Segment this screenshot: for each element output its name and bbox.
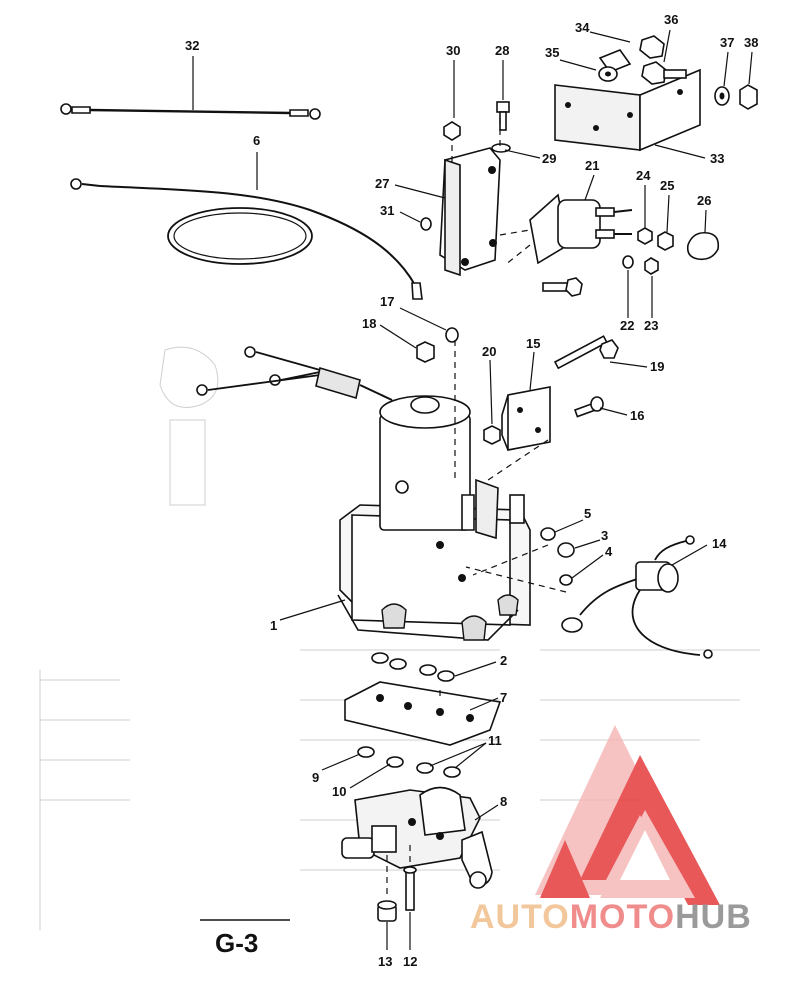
- nut-part-30: [443, 121, 461, 141]
- washer-part-17: [445, 327, 459, 343]
- lock-washer-part-37: [714, 86, 730, 106]
- callout-3: 3: [601, 528, 608, 543]
- angle-bracket-part-33: [554, 68, 701, 152]
- callout-2: 2: [500, 653, 507, 668]
- assembly-guide-lines: [386, 118, 567, 895]
- pump-motor-part-1: [337, 395, 531, 641]
- bolt-part-19: [553, 335, 619, 370]
- clamp-bracket-part-15: [501, 386, 551, 451]
- callout-13: 13: [378, 954, 392, 969]
- o-rings-part-2: [371, 652, 455, 682]
- callout-38: 38: [744, 35, 758, 50]
- callout-23: 23: [644, 318, 658, 333]
- callout-29: 29: [542, 151, 556, 166]
- callout-14: 14: [712, 536, 727, 551]
- washer-part-31: [420, 217, 432, 231]
- callout-12: 12: [403, 954, 417, 969]
- plug-part-13: [377, 900, 397, 922]
- gasket-plate-part-7: [344, 681, 502, 746]
- callout-30: 30: [446, 43, 460, 58]
- callout-21: 21: [585, 158, 599, 173]
- callout-17: 17: [380, 294, 394, 309]
- callout-10: 10: [332, 784, 346, 799]
- bolt-part-36: [641, 61, 687, 85]
- watermark-logo-icon: [535, 725, 720, 905]
- callout-19: 19: [650, 359, 664, 374]
- callout-8: 8: [500, 794, 507, 809]
- watermark-brand: AUTOMOTOHUB: [470, 898, 752, 937]
- bolt-part-16: [573, 396, 604, 418]
- callout-6: 6: [253, 133, 260, 148]
- o-rings-part-11: [416, 762, 461, 778]
- screw-part-3: [557, 542, 575, 558]
- callout-24: 24: [636, 168, 651, 183]
- solenoid-part-21: [529, 193, 633, 265]
- callout-35: 35: [545, 45, 559, 60]
- o-ring-part-9: [357, 746, 375, 758]
- ground-strap-part-32: [60, 103, 321, 120]
- callout-26: 26: [697, 193, 711, 208]
- nut-part-25: [657, 231, 674, 251]
- callout-28: 28: [495, 43, 509, 58]
- pressure-switch-part-14: [561, 535, 713, 659]
- callout-33: 33: [710, 151, 724, 166]
- screw-part-5: [540, 527, 556, 541]
- washer-part-4: [559, 574, 573, 586]
- callout-31: 31: [380, 203, 394, 218]
- callout-20: 20: [482, 344, 496, 359]
- callout-22: 22: [620, 318, 634, 333]
- motor-wire-harness: [196, 346, 393, 401]
- nut-part-18: [416, 341, 435, 363]
- callout-9: 9: [312, 770, 319, 785]
- callout-numbers: 32 6 30 28 35 34 36 37 38 33 29 27 31 21…: [185, 12, 758, 969]
- callout-4: 4: [605, 544, 613, 559]
- screw-part-12: [403, 866, 417, 911]
- coiled-cable-part-6: [70, 178, 423, 300]
- callout-32: 32: [185, 38, 199, 53]
- callout-27: 27: [375, 176, 389, 191]
- callout-1: 1: [270, 618, 277, 633]
- solenoid-bolt: [542, 277, 583, 297]
- washer-part-22: [622, 255, 634, 269]
- boot-cap-part-26: [686, 231, 720, 261]
- screw-part-28: [496, 101, 510, 131]
- brand-auto: AUTO: [470, 898, 570, 936]
- brand-moto: MOTO: [569, 898, 676, 936]
- callout-37: 37: [720, 35, 734, 50]
- callout-25: 25: [660, 178, 674, 193]
- washer-part-35: [598, 66, 618, 82]
- callout-34: 34: [575, 20, 590, 35]
- manifold-part-8: [341, 786, 493, 889]
- page-label: G-3: [215, 928, 259, 958]
- brand-hub: HUB: [675, 898, 752, 936]
- nut-part-24: [637, 227, 653, 245]
- nut-part-23: [644, 257, 659, 275]
- callout-11: 11: [488, 733, 502, 748]
- callout-18: 18: [362, 316, 376, 331]
- callout-5: 5: [584, 506, 591, 521]
- callout-7: 7: [500, 690, 507, 705]
- nut-part-20: [483, 425, 501, 445]
- callout-16: 16: [630, 408, 644, 423]
- o-ring-part-10: [386, 756, 404, 768]
- callout-leaders: [192, 29, 753, 950]
- nut-part-38: [739, 84, 758, 110]
- mount-bracket-part-27: [439, 147, 501, 277]
- callout-36: 36: [664, 12, 678, 27]
- callout-15: 15: [526, 336, 540, 351]
